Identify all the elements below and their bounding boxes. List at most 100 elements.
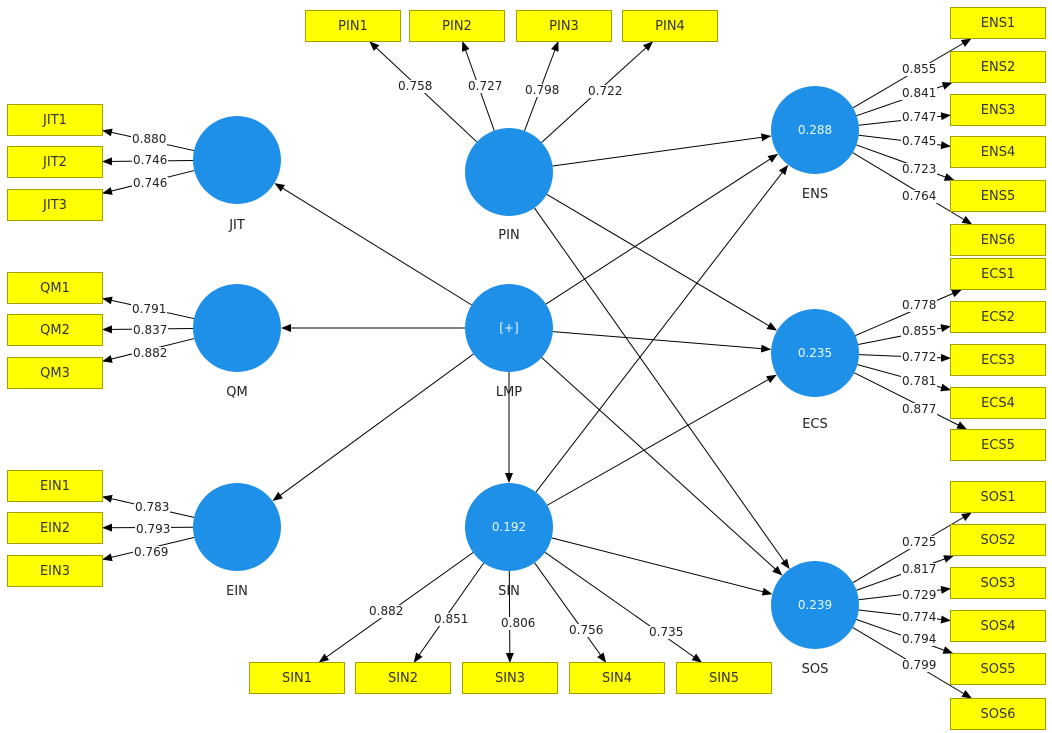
loading-arrow-sin4 (534, 562, 607, 663)
loading-label: 0.799 (901, 658, 938, 672)
indicator-ecs4[interactable]: ECS4 (950, 387, 1046, 419)
loading-arrow-ecs1 (855, 289, 962, 337)
indicator-ein2[interactable]: EIN2 (7, 512, 103, 544)
indicator-ens3[interactable]: ENS3 (950, 94, 1046, 126)
indicator-ecs3[interactable]: ECS3 (950, 344, 1046, 376)
loading-label: 0.791 (131, 302, 168, 316)
loading-label: 0.855 (901, 324, 938, 338)
loading-label: 0.855 (901, 62, 938, 76)
indicator-pin3[interactable]: PIN3 (516, 10, 612, 42)
loading-label: 0.746 (132, 153, 169, 167)
loading-arrow-ens5 (856, 144, 955, 181)
construct-label-ecs: ECS (802, 417, 828, 432)
construct-ein[interactable] (193, 483, 281, 571)
path-pin-ens (552, 133, 772, 167)
loading-label: 0.722 (587, 84, 624, 98)
loading-arrow-ecs5 (854, 372, 968, 430)
loading-label: 0.727 (467, 79, 504, 93)
indicator-qm2[interactable]: QM2 (7, 314, 103, 346)
loading-label: 0.723 (901, 162, 938, 176)
loading-label: 0.880 (131, 132, 168, 146)
indicator-ein1[interactable]: EIN1 (7, 470, 103, 502)
loading-label: 0.747 (901, 110, 938, 124)
loading-label: 0.806 (500, 616, 537, 630)
indicator-ens2[interactable]: ENS2 (950, 51, 1046, 83)
indicator-ein3[interactable]: EIN3 (7, 555, 103, 587)
loading-label: 0.769 (133, 545, 170, 559)
loading-label: 0.772 (901, 350, 938, 364)
indicator-jit3[interactable]: JIT3 (7, 189, 103, 221)
construct-sos[interactable]: 0.239 (771, 561, 859, 649)
loading-arrow-ens6 (852, 152, 973, 225)
path-sin-ens (535, 164, 789, 493)
indicator-sos5[interactable]: SOS5 (950, 653, 1046, 685)
indicator-sos6[interactable]: SOS6 (950, 698, 1046, 730)
construct-pin[interactable] (465, 128, 553, 216)
loading-arrow-sin3 (505, 570, 514, 663)
indicator-ecs2[interactable]: ECS2 (950, 301, 1046, 333)
construct-lmp[interactable]: [+] (465, 284, 553, 372)
loading-label: 0.774 (901, 610, 938, 624)
loading-arrow-sin5 (544, 551, 703, 663)
indicator-pin1[interactable]: PIN1 (305, 10, 401, 42)
r-squared-value: 0.239 (797, 598, 833, 612)
construct-label-lmp: LMP (495, 385, 523, 400)
indicator-ecs1[interactable]: ECS1 (950, 258, 1046, 290)
indicator-sin5[interactable]: SIN5 (676, 662, 772, 694)
loading-label: 0.798 (524, 83, 561, 97)
indicator-sos1[interactable]: SOS1 (950, 481, 1046, 513)
path-sin-ecs (547, 374, 777, 506)
construct-ens[interactable]: 0.288 (771, 86, 859, 174)
construct-sin[interactable]: 0.192 (465, 483, 553, 571)
loading-label: 0.778 (901, 298, 938, 312)
loading-label: 0.882 (132, 346, 169, 360)
construct-ecs[interactable]: 0.235 (771, 309, 859, 397)
loading-label: 0.841 (901, 86, 938, 100)
construct-jit[interactable] (193, 116, 281, 204)
indicator-ens5[interactable]: ENS5 (950, 180, 1046, 212)
indicator-qm3[interactable]: QM3 (7, 357, 103, 389)
loading-label: 0.725 (901, 535, 938, 549)
indicator-ens4[interactable]: ENS4 (950, 136, 1046, 168)
loading-label: 0.745 (901, 134, 938, 148)
loading-label: 0.882 (368, 604, 405, 618)
indicator-sin2[interactable]: SIN2 (355, 662, 451, 694)
loading-label: 0.746 (132, 176, 169, 190)
construct-label-sin: SIN (498, 584, 520, 599)
loading-label: 0.793 (135, 522, 172, 536)
loading-label: 0.783 (134, 500, 171, 514)
indicator-sos4[interactable]: SOS4 (950, 610, 1046, 642)
loading-label: 0.877 (901, 402, 938, 416)
indicator-jit1[interactable]: JIT1 (7, 104, 103, 136)
indicator-pin2[interactable]: PIN2 (409, 10, 505, 42)
loading-label: 0.758 (397, 79, 434, 93)
indicator-qm1[interactable]: QM1 (7, 272, 103, 304)
indicator-sin1[interactable]: SIN1 (249, 662, 345, 694)
path-pin-sos (533, 207, 790, 570)
construct-qm[interactable] (193, 284, 281, 372)
indicator-ecs5[interactable]: ECS5 (950, 429, 1046, 461)
path-lmp-jit (274, 183, 472, 306)
r-squared-value: 0.192 (491, 520, 527, 534)
loading-label: 0.781 (901, 374, 938, 388)
loading-label: 0.735 (648, 625, 685, 639)
path-lmp-ens (545, 153, 779, 305)
loading-arrow-sin2 (413, 562, 485, 663)
loading-label: 0.851 (433, 612, 470, 626)
indicator-ens1[interactable]: ENS1 (950, 7, 1046, 39)
loading-label: 0.764 (901, 189, 938, 203)
indicator-jit2[interactable]: JIT2 (7, 146, 103, 178)
indicator-pin4[interactable]: PIN4 (622, 10, 718, 42)
r-squared-value: [+] (499, 321, 519, 335)
indicator-sin4[interactable]: SIN4 (569, 662, 665, 694)
loading-label: 0.729 (901, 588, 938, 602)
loading-label: 0.837 (132, 323, 169, 337)
indicator-sos3[interactable]: SOS3 (950, 567, 1046, 599)
loading-label: 0.817 (901, 562, 938, 576)
indicator-sin3[interactable]: SIN3 (462, 662, 558, 694)
indicator-sos2[interactable]: SOS2 (950, 524, 1046, 556)
construct-label-pin: PIN (498, 228, 520, 243)
construct-label-jit: JIT (229, 218, 245, 233)
loading-label: 0.794 (901, 632, 938, 646)
indicator-ens6[interactable]: ENS6 (950, 224, 1046, 256)
